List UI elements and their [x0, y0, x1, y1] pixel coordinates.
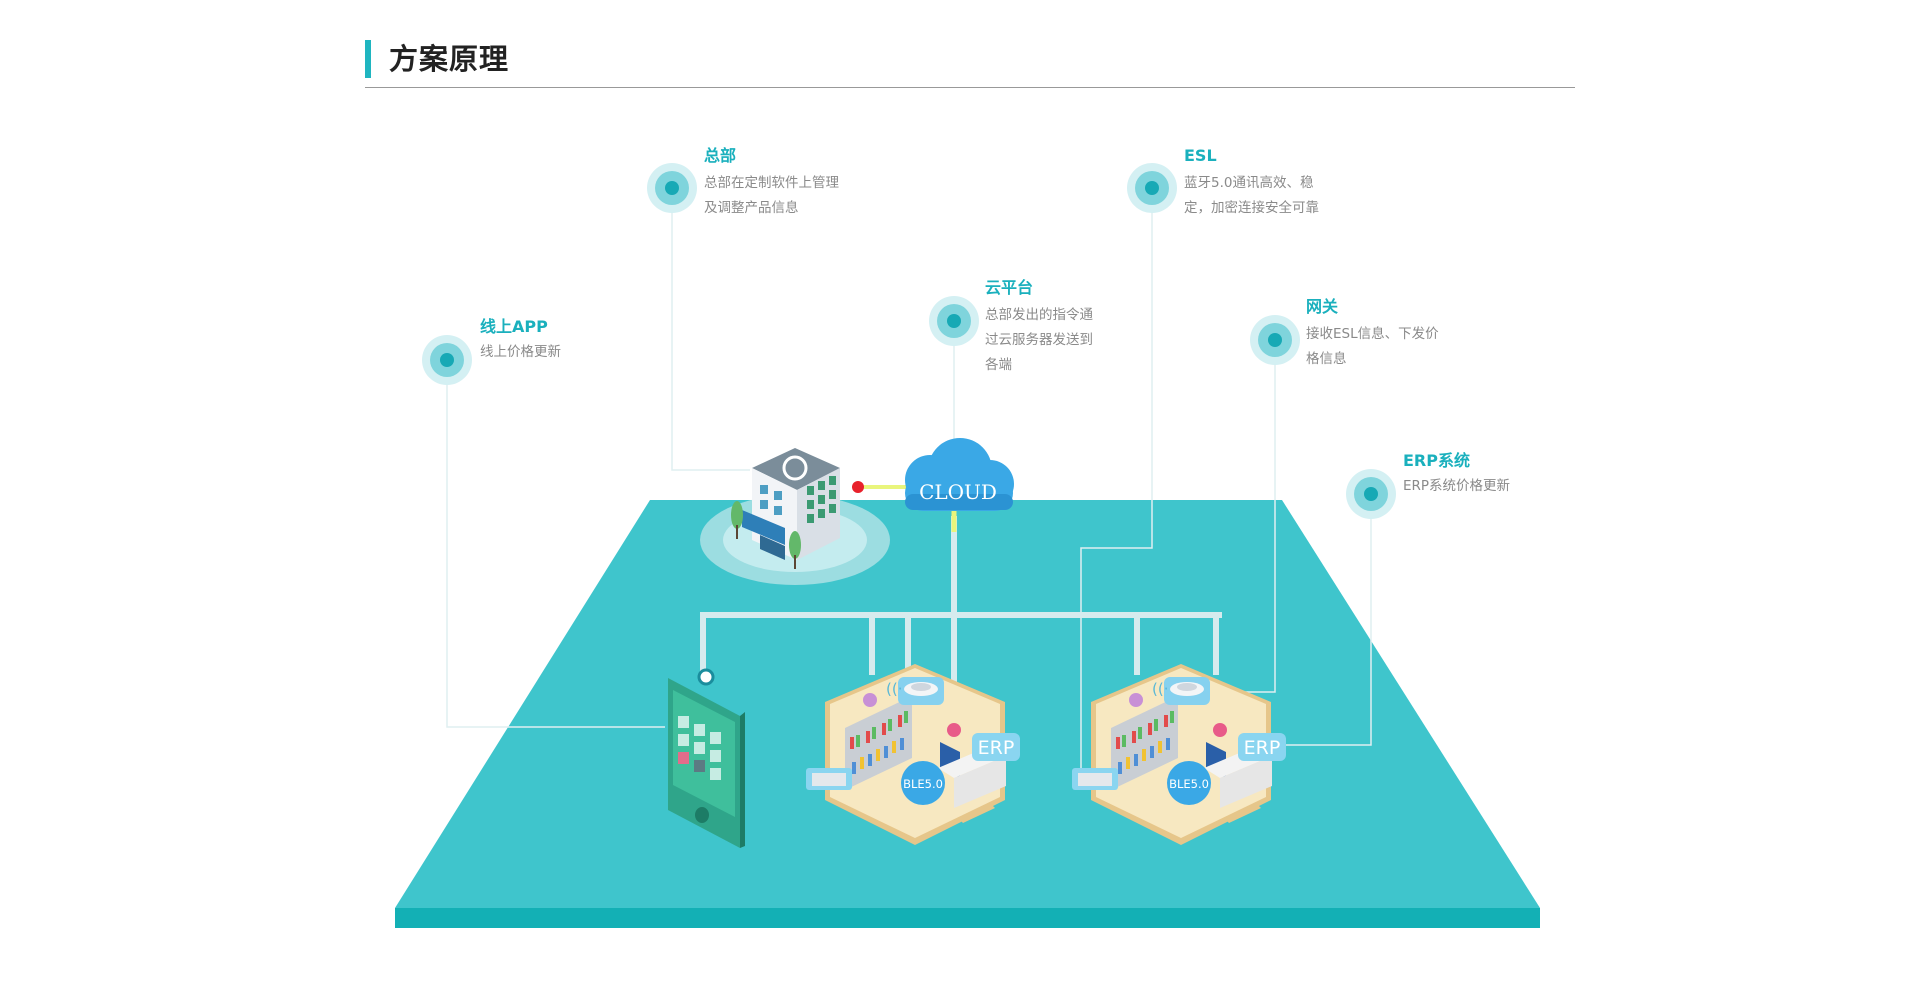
callout-title: ERP系统 — [1403, 451, 1470, 470]
store-icon: ((· ERP BLE5.0 — [1072, 664, 1286, 845]
cloud-label: CLOUD — [919, 480, 997, 504]
erp-badge: ERP — [972, 733, 1020, 761]
callout-marker-headquarters — [647, 163, 697, 213]
callout-cloud-platform: 云平台 总部发出的指令通 过云服务器发送到 各端 — [985, 277, 1093, 378]
callout-desc: 总部在定制软件上管理 及调整产品信息 — [704, 175, 839, 216]
ble-badge: BLE5.0 — [1167, 761, 1211, 805]
callout-marker-online-app — [422, 335, 472, 385]
callout-gateway: 网关 接收ESL信息、下发价 格信息 — [1306, 296, 1439, 372]
erp-badge: ERP — [1238, 733, 1286, 761]
section-header: 方案原理 — [365, 36, 1575, 88]
svg-text:((·: ((· — [886, 680, 902, 698]
callout-marker-cloud-platform — [929, 296, 979, 346]
store-shelf — [845, 696, 912, 790]
callout-desc: 线上价格更新 — [480, 344, 561, 360]
callout-esl: ESL 蓝牙5.0通讯高效、稳 定，加密连接安全可靠 — [1184, 145, 1319, 221]
store-2-ble-label: BLE5.0 — [1169, 777, 1209, 791]
esl-tag-icon — [1072, 768, 1118, 790]
app-link-dot — [697, 668, 715, 686]
callout-erp-system: ERP系统 ERP系统价格更新 — [1403, 450, 1510, 499]
title-accent-bar — [365, 40, 371, 78]
callout-desc: 总部发出的指令通 过云服务器发送到 各端 — [985, 307, 1093, 373]
callout-desc: 接收ESL信息、下发价 格信息 — [1306, 326, 1439, 367]
callout-desc: ERP系统价格更新 — [1403, 478, 1511, 494]
store-icon: ((· ERP BLE5.0 — [806, 664, 1020, 845]
store-1-ble-label: BLE5.0 — [903, 777, 943, 791]
mobile-app-icon — [668, 668, 745, 848]
callout-title: 云平台 — [985, 278, 1034, 297]
callout-title: 网关 — [1306, 297, 1339, 316]
callout-marker-esl — [1127, 163, 1177, 213]
store-2-erp-label: ERP — [1244, 737, 1281, 759]
hq-link-dot — [852, 481, 864, 493]
cloud-icon: CLOUD — [905, 438, 1014, 511]
callout-title: ESL — [1184, 146, 1217, 165]
callout-marker-gateway — [1250, 315, 1300, 365]
headquarters-building-icon — [700, 448, 890, 585]
store-1-erp-label: ERP — [978, 737, 1015, 759]
ble-badge: BLE5.0 — [901, 761, 945, 805]
callout-title: 总部 — [704, 146, 737, 165]
callout-title: 线上APP — [480, 317, 548, 336]
esl-tag-icon — [806, 768, 852, 790]
callout-desc: 蓝牙5.0通讯高效、稳 定，加密连接安全可靠 — [1184, 175, 1319, 216]
callout-online-app: 线上APP 线上价格更新 — [480, 316, 561, 365]
store-shelf — [1111, 696, 1178, 790]
title-divider — [365, 87, 1575, 88]
gateway-icon — [1164, 677, 1210, 705]
callout-headquarters: 总部 总部在定制软件上管理 及调整产品信息 — [704, 145, 839, 221]
callout-marker-erp-system — [1346, 469, 1396, 519]
section-title: 方案原理 — [389, 42, 510, 76]
gateway-icon — [898, 677, 944, 705]
svg-text:((·: ((· — [1152, 680, 1168, 698]
